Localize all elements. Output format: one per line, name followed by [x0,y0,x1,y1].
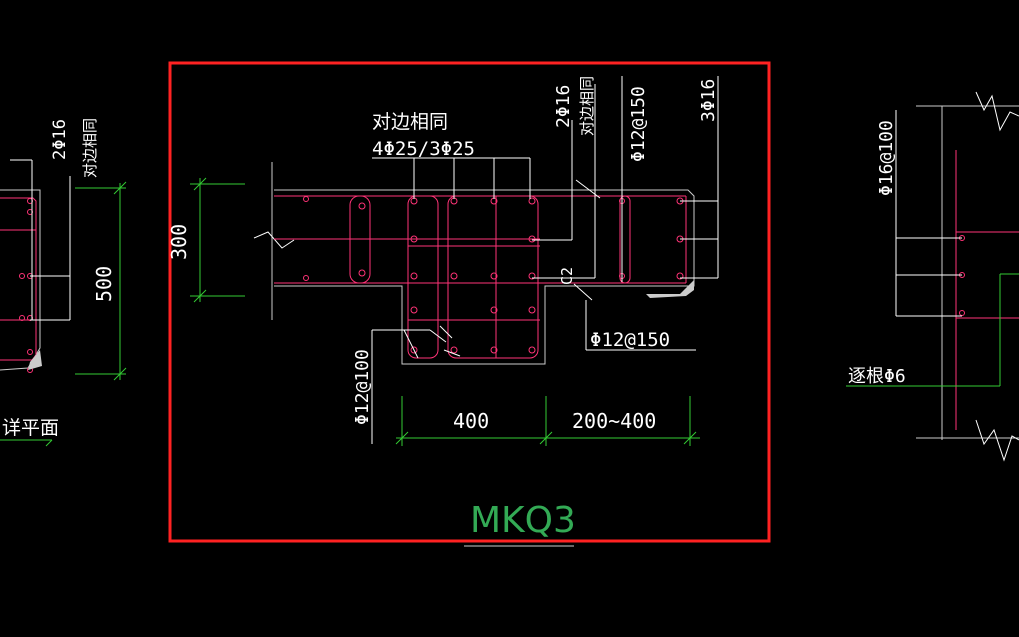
right-detail [846,91,1019,462]
right-break-symbol-bottom [975,419,1019,462]
main-dim-200-400-label: 200~400 [572,409,656,433]
left-concrete-outline [0,189,41,371]
main-rebar-dots [303,196,684,354]
main-concrete-outline [274,189,695,365]
left-detail [0,159,127,447]
left-dimension [0,181,127,447]
main-dimensions [190,177,700,446]
right-label-each-phi6: 逐根Φ6 [848,366,906,387]
main-leaders [371,76,719,444]
main-detail [190,76,719,547]
left-label-2phi16: 2Φ16 [50,119,70,160]
left-plan-label: 详平面 [2,417,59,439]
selection-highlight-frame[interactable] [168,61,771,543]
right-green-lines [846,273,1019,387]
right-break-symbol-top [975,91,1019,132]
left-leaders [10,159,71,321]
main-label-2phi16: 2Φ16 [553,85,574,128]
main-rebar [274,195,687,359]
right-rebar [955,150,1019,430]
main-dim-300-label: 300 [167,224,191,260]
main-break-symbol [253,231,295,249]
right-label-phi16-100: Φ16@100 [876,120,897,196]
main-label-phi12-150-right: Φ12@150 [590,329,670,351]
left-rebar-dots [19,198,33,373]
main-note-line2: 4Φ25/3Φ25 [372,138,475,160]
right-leaders [895,110,962,317]
left-dim-500-label: 500 [92,266,116,302]
main-label-phi12-100: Φ12@100 [352,349,373,425]
main-chamfer-corner [646,280,694,298]
left-label-opposite-same: 对边相同 [81,118,99,178]
left-chamfer [28,350,42,370]
main-detail-title: MKQ3 [470,500,576,541]
left-rebar-outline [0,197,37,361]
main-label-opposite-same: 对边相同 [578,76,596,136]
main-note-line1: 对边相同 [372,111,448,133]
main-label-3phi16: 3Φ16 [698,79,719,122]
main-label-c2: C2 [558,267,576,285]
main-label-phi12-150-top: Φ12@150 [628,86,649,162]
main-dim-400-label: 400 [453,409,489,433]
